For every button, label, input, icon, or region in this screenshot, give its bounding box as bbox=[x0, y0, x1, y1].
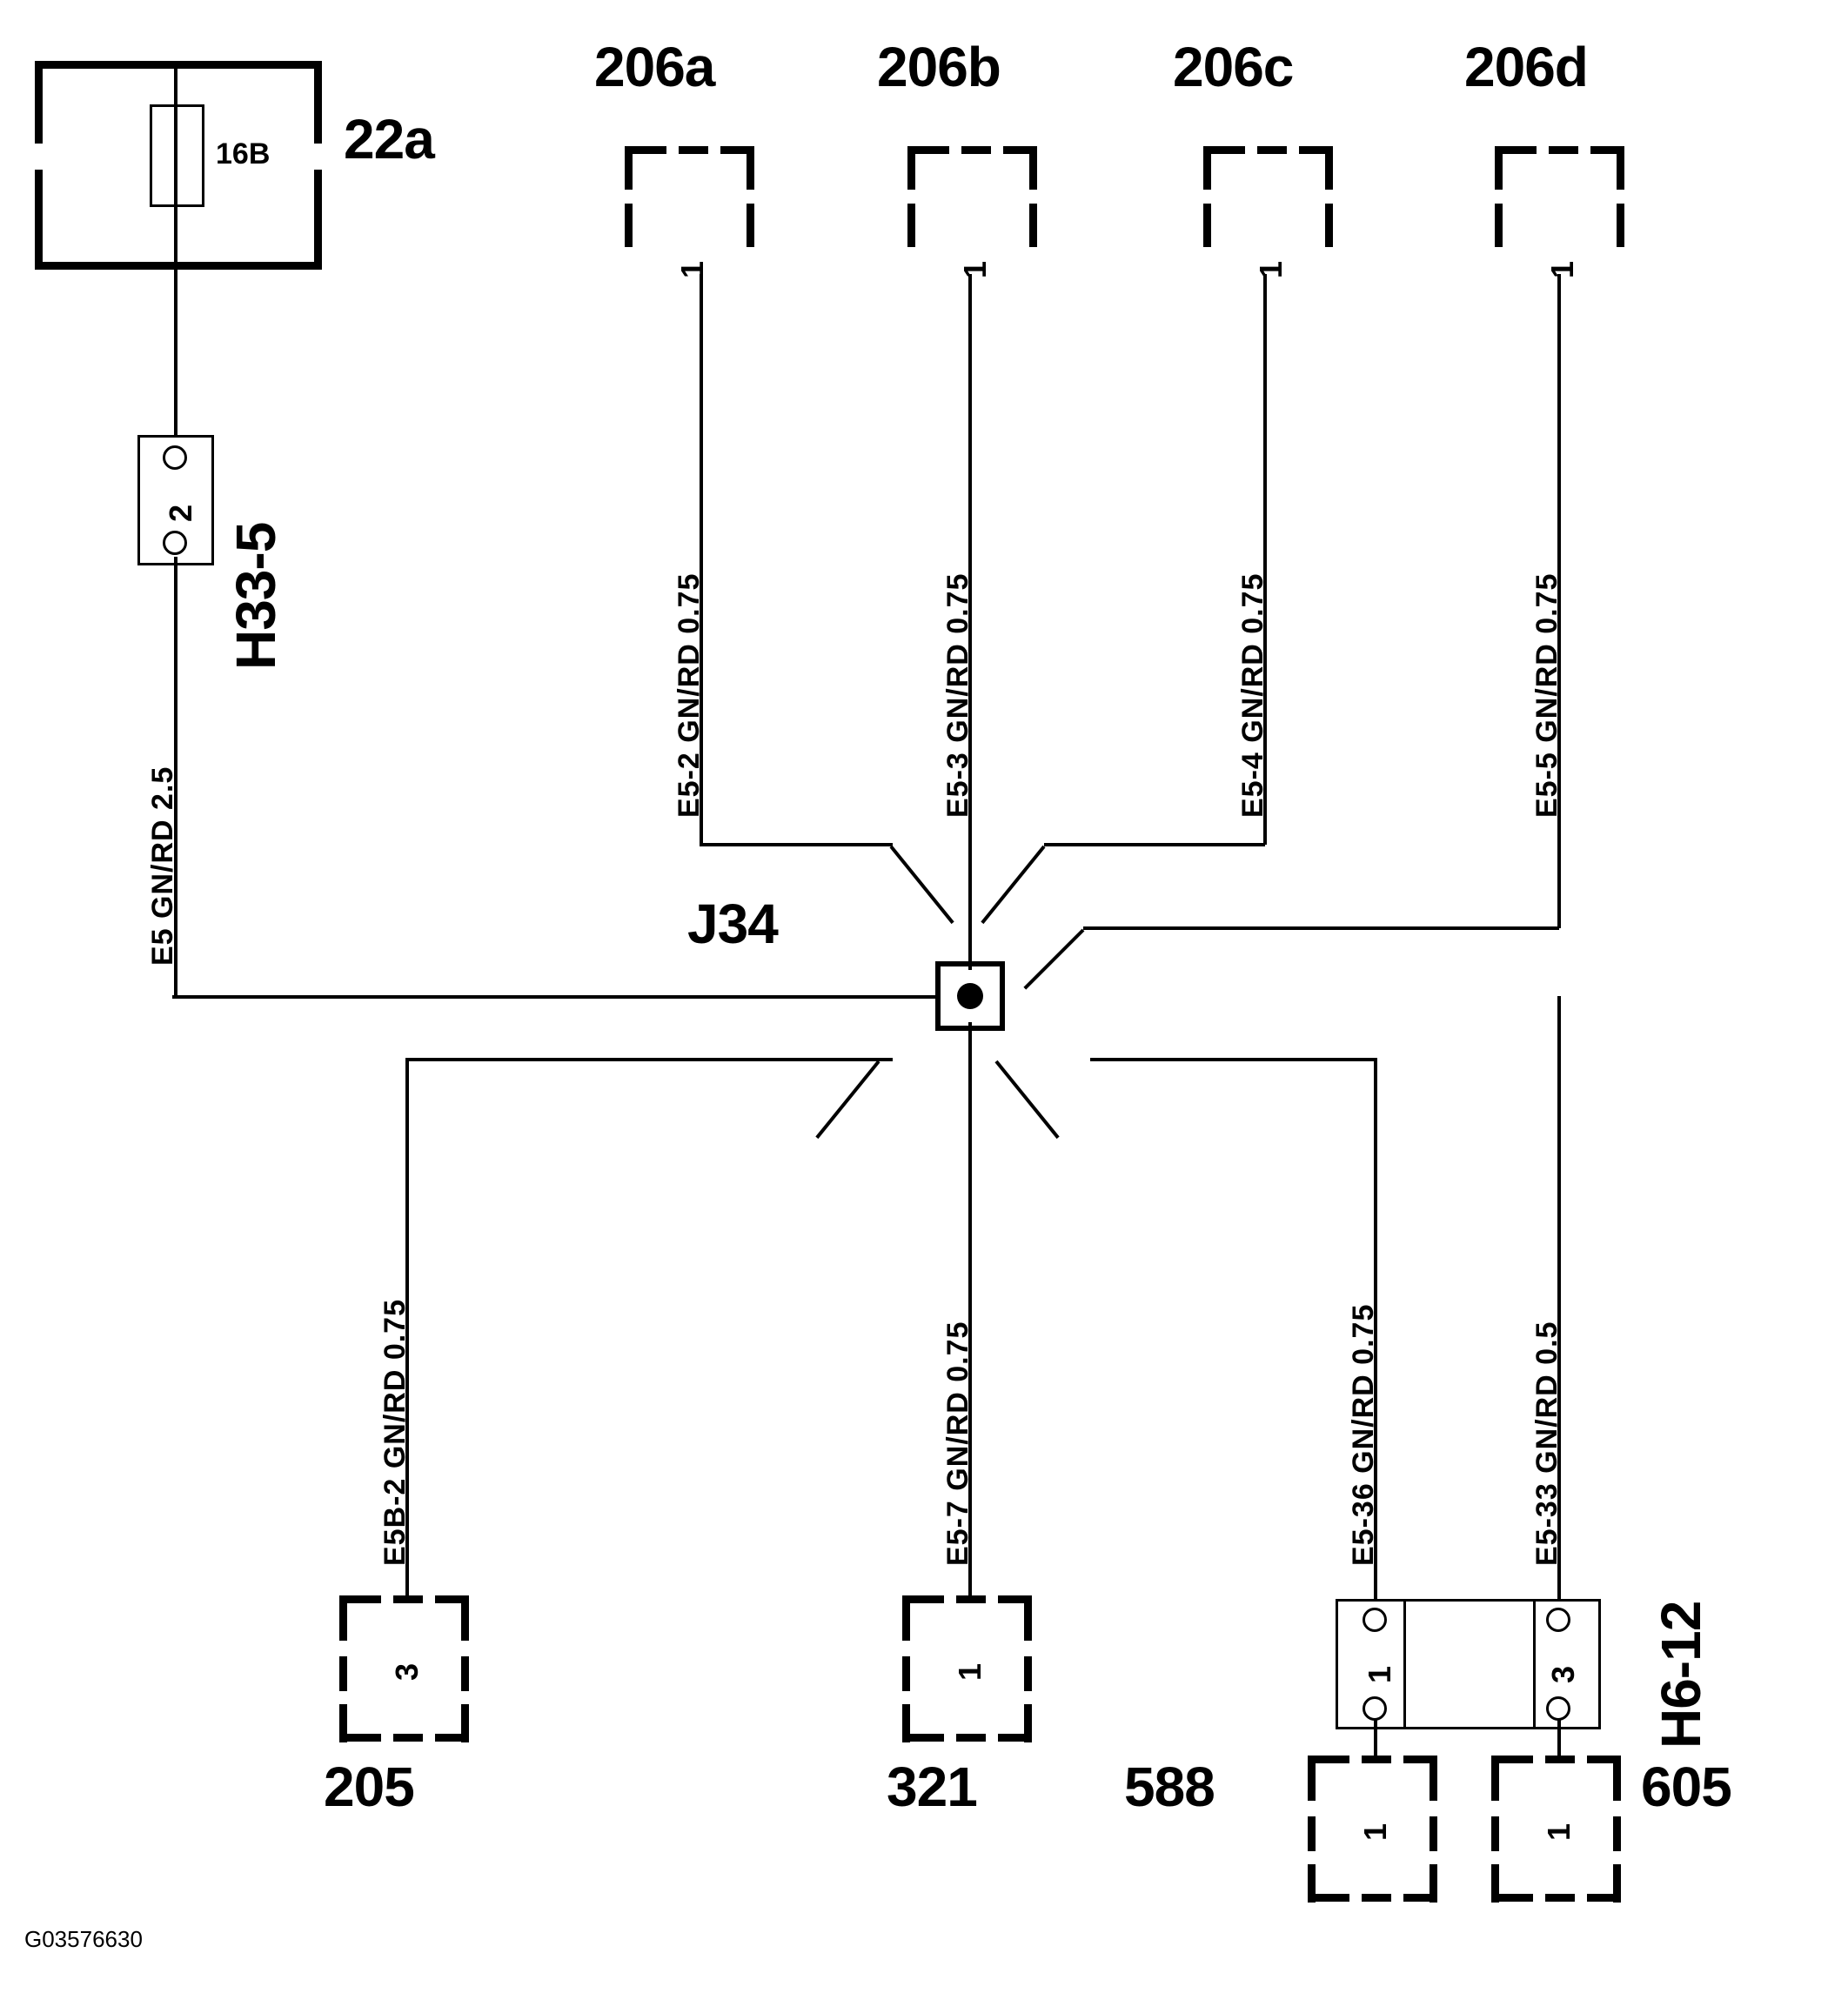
wire-to-588-vertical bbox=[1374, 1058, 1377, 1602]
wire-to-206c-vertical bbox=[1263, 274, 1267, 845]
device-588-label: 588 bbox=[1124, 1756, 1215, 1818]
wire-to-206b-vertical bbox=[968, 274, 972, 970]
wire-to-206a-vertical bbox=[700, 274, 703, 845]
connector-h6-12-pin1-number: 1 bbox=[1362, 1665, 1397, 1683]
device-605-pin-number: 1 bbox=[1541, 1822, 1577, 1841]
connector-h6-12-divider-right bbox=[1533, 1599, 1536, 1729]
wire-to-588-diagonal bbox=[994, 1060, 1060, 1140]
wire-to-206d-horizontal bbox=[1083, 926, 1559, 930]
wire-to-321-vertical bbox=[968, 1022, 972, 1597]
fuse-block-22a bbox=[35, 61, 322, 270]
wire-h6-12-pin3-to-605 bbox=[1557, 1718, 1561, 1760]
wire-label-e5b-2: E5B-2 GN/RD 0.75 bbox=[378, 1299, 412, 1566]
device-206a-box bbox=[625, 146, 762, 275]
wire-to-206c-diagonal bbox=[981, 845, 1046, 925]
wire-to-205-diagonal bbox=[815, 1060, 880, 1140]
fuse-rating-label: 16B bbox=[216, 137, 271, 171]
connector-h33-5-pin-number: 2 bbox=[163, 504, 198, 522]
wire-label-e5: E5 GN/RD 2.5 bbox=[146, 766, 179, 966]
wire-label-e5-36: E5-36 GN/RD 0.75 bbox=[1347, 1303, 1380, 1566]
device-206b-label: 206b bbox=[877, 36, 1001, 98]
diagram-id-code: G03576630 bbox=[24, 1926, 143, 1952]
wire-to-206d-vertical bbox=[1557, 274, 1561, 928]
device-205-label: 205 bbox=[324, 1756, 415, 1818]
device-206c-pin-number: 1 bbox=[1253, 260, 1289, 278]
wire-label-e5-7: E5-7 GN/RD 0.75 bbox=[941, 1321, 974, 1566]
device-206a-label: 206a bbox=[594, 36, 715, 98]
fuse-block-label: 22a bbox=[344, 108, 435, 171]
wire-to-205-horizontal bbox=[405, 1058, 893, 1061]
wire-to-205-vertical bbox=[405, 1058, 409, 1597]
connector-h33-5-pin-top bbox=[163, 445, 187, 470]
wire-label-e5-33: E5-33 GN/RD 0.5 bbox=[1530, 1321, 1563, 1566]
device-206b-box bbox=[907, 146, 1045, 275]
device-206a-pin-number: 1 bbox=[674, 260, 710, 278]
wire-to-206a-diagonal bbox=[889, 845, 954, 925]
splice-j34-dot bbox=[957, 983, 983, 1009]
device-205-box bbox=[339, 1595, 477, 1742]
wire-e5-vertical bbox=[174, 557, 177, 999]
device-321-pin-number: 1 bbox=[952, 1662, 988, 1681]
device-605-box bbox=[1491, 1756, 1629, 1903]
wire-label-e5-5: E5-5 GN/RD 0.75 bbox=[1530, 572, 1563, 818]
wire-to-206a-horizontal bbox=[700, 843, 893, 846]
connector-h6-12-label: H6-12 bbox=[1650, 1601, 1712, 1749]
device-588-box bbox=[1308, 1756, 1445, 1903]
fuse-internal-wire bbox=[174, 61, 177, 272]
wire-fuse-to-h33 bbox=[174, 268, 177, 442]
connector-h6-12-divider-left bbox=[1403, 1599, 1406, 1729]
device-321-label: 321 bbox=[887, 1756, 978, 1818]
device-206b-pin-number: 1 bbox=[957, 260, 993, 278]
wire-label-e5-4: E5-4 GN/RD 0.75 bbox=[1236, 572, 1269, 818]
device-206c-label: 206c bbox=[1173, 36, 1294, 98]
splice-j34-label: J34 bbox=[687, 893, 779, 955]
wire-to-206d-diagonal bbox=[1023, 928, 1085, 990]
connector-h6-12-pin3-number: 3 bbox=[1545, 1665, 1581, 1683]
device-321-box bbox=[902, 1595, 1040, 1742]
connector-h6-12-pin1-top bbox=[1363, 1608, 1387, 1632]
wire-to-588-horizontal bbox=[1090, 1058, 1377, 1061]
wire-h6-12-pin1-to-588 bbox=[1374, 1718, 1377, 1760]
wire-e5-horizontal bbox=[172, 995, 947, 999]
connector-h33-5-pin-bottom bbox=[163, 531, 187, 555]
connector-h33-5-label: H33-5 bbox=[224, 522, 287, 670]
device-206c-box bbox=[1203, 146, 1341, 275]
device-205-pin-number: 3 bbox=[389, 1662, 425, 1681]
wire-label-e5-2: E5-2 GN/RD 0.75 bbox=[673, 572, 706, 818]
wire-label-e5-3: E5-3 GN/RD 0.75 bbox=[941, 572, 974, 818]
wire-to-206c-horizontal bbox=[1044, 843, 1265, 846]
device-206d-pin-number: 1 bbox=[1544, 260, 1580, 278]
connector-h6-12-pin1-bottom bbox=[1363, 1696, 1387, 1721]
wire-to-605-vertical bbox=[1557, 996, 1561, 1602]
connector-h6-12-pin3-bottom bbox=[1546, 1696, 1570, 1721]
device-206d-box bbox=[1495, 146, 1632, 275]
device-206d-label: 206d bbox=[1464, 36, 1589, 98]
device-605-label: 605 bbox=[1641, 1756, 1732, 1818]
connector-h6-12-pin3-top bbox=[1546, 1608, 1570, 1632]
device-588-pin-number: 1 bbox=[1357, 1822, 1393, 1841]
